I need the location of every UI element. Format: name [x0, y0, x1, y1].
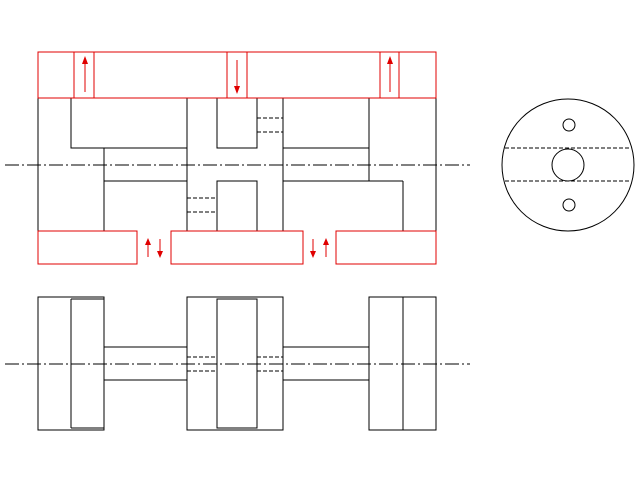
right-part [283, 296, 437, 431]
arrow-up-right [387, 56, 393, 92]
side-view-upper-hole [562, 118, 576, 132]
bottom-plates [37, 230, 437, 265]
arrow-down-center [234, 60, 240, 94]
side-view-center-bore [551, 148, 585, 182]
center-part [186, 296, 284, 431]
side-view-lower-hole [562, 198, 576, 212]
motion-arrows [82, 56, 393, 258]
front-section-view [5, 51, 470, 265]
exploded-parts-view [5, 296, 470, 431]
top-cover [37, 51, 437, 99]
side-view [501, 98, 635, 232]
left-part [37, 296, 187, 431]
arrow-up-left [82, 56, 88, 92]
body-outline [37, 98, 437, 231]
arrow-pair-left [145, 238, 163, 258]
side-view-outer-circle [501, 98, 635, 232]
arrow-pair-right [310, 238, 329, 258]
hidden-lines-front [187, 117, 283, 213]
